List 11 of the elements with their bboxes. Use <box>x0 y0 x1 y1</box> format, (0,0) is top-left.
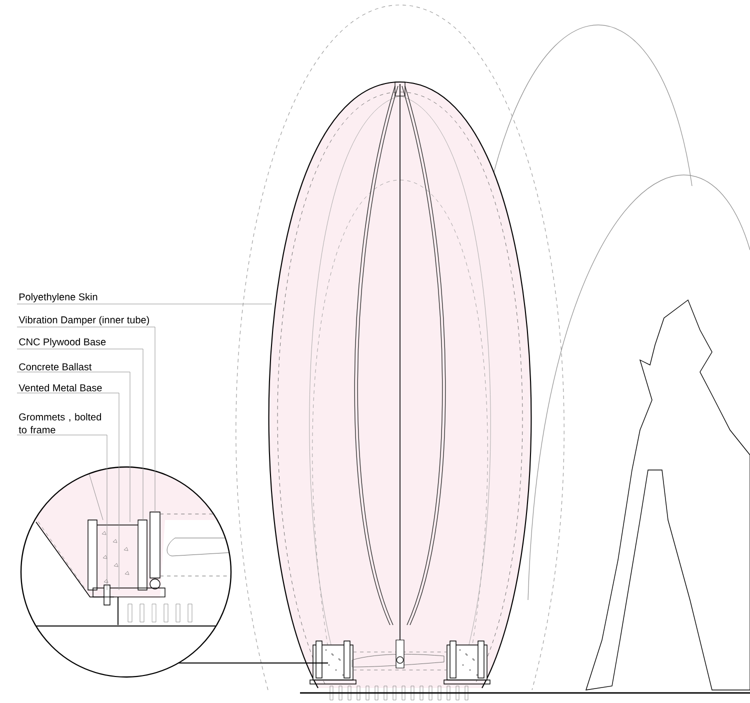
callout-label: Vibration Damper (inner tube) <box>18 316 149 326</box>
leader-line <box>16 372 130 522</box>
leader-line <box>16 392 120 590</box>
leader-line <box>16 434 108 590</box>
callout-label: Polyethylene Skin <box>19 293 98 302</box>
callout-label: Vented Metal Base <box>18 384 102 392</box>
leader-line <box>16 326 156 514</box>
leader-line <box>16 348 144 522</box>
callout-label: Concrete Ballast <box>19 363 92 370</box>
callout-label: Grommets , bolted to frame <box>18 413 102 434</box>
callout-label: CNC Plywood Base <box>19 338 106 348</box>
